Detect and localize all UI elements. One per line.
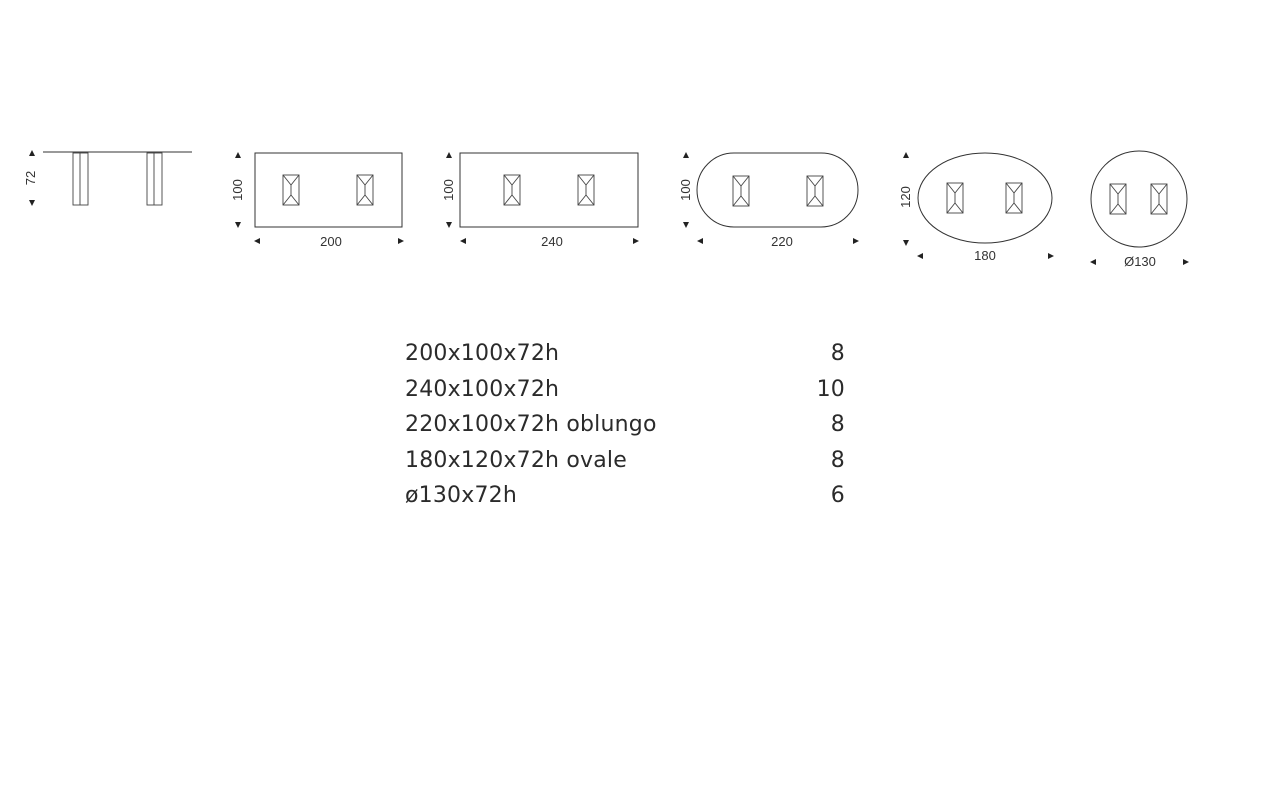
rect-240-drawing: 100 240 <box>441 152 639 249</box>
size-row: 200x100x72h 8 <box>405 336 845 372</box>
round-130-drawing: Ø130 <box>1090 150 1189 269</box>
rect-240-length-label: 240 <box>541 234 563 249</box>
size-row: 220x100x72h oblungo 8 <box>405 407 845 443</box>
oval-180-drawing: 120 180 <box>898 152 1054 263</box>
rect-200-drawing: 100 200 <box>230 152 404 249</box>
rect-200-length-label: 200 <box>320 234 342 249</box>
seat-count: 8 <box>830 447 845 473</box>
seat-count: 8 <box>830 412 845 438</box>
size-row: ø130x72h 6 <box>405 478 845 514</box>
seat-count: 8 <box>830 341 845 366</box>
seat-count: 6 <box>830 483 845 509</box>
size-label: ø130x72h <box>405 483 518 509</box>
oblong-220-drawing: 100 220 <box>678 152 859 249</box>
side-view-height-label: 72 <box>23 171 38 185</box>
side-view-drawing: 72 <box>23 150 192 206</box>
oval-180-length-label: 180 <box>974 248 996 263</box>
rect-240-depth-label: 100 <box>441 179 456 201</box>
oblong-220-depth-label: 100 <box>678 179 693 201</box>
size-label: 220x100x72h oblungo <box>405 412 657 438</box>
oblong-220-length-label: 220 <box>771 234 793 249</box>
size-seat-table: 200x100x72h 8 240x100x72h 10 220x100x72h… <box>405 336 845 514</box>
size-row: 240x100x72h 10 <box>405 372 845 408</box>
size-label: 180x120x72h ovale <box>405 447 627 473</box>
round-130-diameter-label: Ø130 <box>1124 254 1156 269</box>
seat-count: 10 <box>816 376 845 402</box>
size-label: 240x100x72h <box>405 376 560 402</box>
size-label: 200x100x72h <box>405 341 560 366</box>
oval-180-depth-label: 120 <box>898 186 913 208</box>
size-row: 180x120x72h ovale 8 <box>405 443 845 479</box>
rect-200-depth-label: 100 <box>230 179 245 201</box>
